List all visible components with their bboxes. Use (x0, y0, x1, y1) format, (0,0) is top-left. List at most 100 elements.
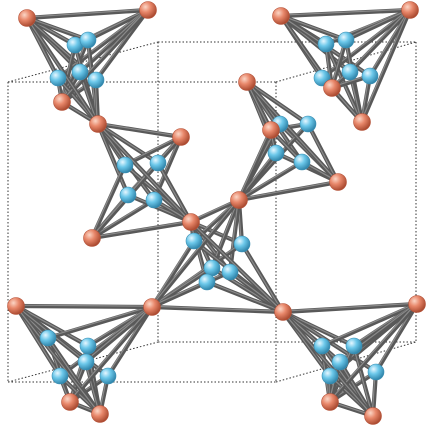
bond-highlight (320, 302, 417, 346)
bond-highlight (60, 8, 148, 102)
bond-highlight (245, 80, 338, 182)
blue-atom (116, 156, 134, 174)
bond-line (236, 179, 341, 203)
bond (149, 269, 233, 310)
orange-atom (7, 297, 25, 315)
blue-atom (331, 353, 349, 371)
orange-atom (238, 73, 256, 91)
bond-highlight (96, 122, 191, 222)
bond (89, 162, 128, 241)
bond (280, 309, 376, 419)
bond-line (45, 304, 155, 341)
blue-atom (185, 232, 203, 250)
bond (13, 303, 103, 417)
orange-atom (364, 407, 382, 425)
bond (83, 304, 155, 365)
bond-highlight (150, 198, 239, 307)
bond-highlight (14, 304, 100, 414)
bond-line (236, 127, 274, 203)
bond-line (373, 301, 420, 375)
bond-highlight (279, 14, 346, 40)
orange-atom (274, 303, 292, 321)
cell-edge (7, 41, 159, 83)
bond-highlight (25, 8, 148, 18)
bond (59, 7, 151, 105)
blue-atom (367, 363, 385, 381)
blue-atom (79, 337, 97, 355)
bond-highlight (96, 122, 181, 137)
blue-atom (198, 273, 216, 291)
atom-layer (7, 1, 426, 425)
orange-atom (89, 115, 107, 133)
bond (204, 279, 286, 315)
bond (244, 79, 311, 127)
bond-line (95, 121, 184, 140)
bond-highlight (14, 304, 152, 307)
bond-highlight (281, 310, 373, 416)
bond-highlight (46, 305, 152, 338)
blue-atom (361, 67, 379, 85)
orange-atom (182, 213, 200, 231)
bond-highlight (86, 8, 148, 40)
bond-line (59, 7, 151, 105)
bond (305, 121, 341, 185)
bond-line (89, 219, 194, 241)
blue-atom (299, 115, 317, 133)
blue-atom (233, 235, 251, 253)
bond (244, 79, 341, 185)
bond (347, 7, 413, 75)
bond-highlight (68, 305, 152, 402)
bond-highlight (90, 135, 181, 238)
blue-atom (77, 353, 95, 371)
orange-atom (83, 229, 101, 247)
orange-atom (353, 113, 371, 131)
bond (278, 7, 413, 19)
orange-atom (408, 295, 426, 313)
bond-line (89, 162, 128, 241)
bond (89, 134, 184, 241)
bond-highlight (344, 8, 410, 40)
orange-atom (262, 121, 280, 139)
bond-highlight (368, 8, 410, 76)
bond-highlight (58, 305, 152, 376)
bond-highlight (324, 42, 362, 122)
bond-highlight (14, 304, 88, 346)
bond-highlight (86, 305, 152, 346)
orange-atom (321, 393, 339, 411)
bond-line (319, 301, 420, 349)
bond-highlight (205, 280, 283, 312)
bond-line (24, 7, 151, 21)
blue-atom (267, 144, 285, 162)
blue-atom (71, 63, 89, 81)
orange-atom (61, 393, 79, 411)
bond-highlight (281, 302, 417, 312)
bond-highlight (237, 180, 338, 200)
bond-highlight (348, 8, 410, 72)
bond-highlight (90, 163, 125, 238)
orange-atom (18, 9, 36, 27)
blue-atom (341, 63, 359, 81)
bond-line (13, 303, 155, 310)
bond-highlight (279, 8, 410, 16)
bond-highlight (25, 16, 98, 124)
bond-line (149, 304, 286, 315)
bond (89, 219, 194, 241)
bond-highlight (25, 16, 88, 40)
blue-atom (51, 367, 69, 385)
bond-line (343, 7, 413, 43)
bond-highlight (360, 8, 410, 122)
bond-line (89, 134, 184, 241)
bond-highlight (150, 270, 230, 307)
bond-line (236, 159, 305, 203)
unit-cell (7, 41, 417, 383)
bond (95, 121, 184, 140)
blue-atom (39, 329, 57, 347)
blue-atom (145, 191, 163, 209)
bond (95, 121, 194, 225)
blue-atom (317, 35, 335, 53)
bond (155, 160, 194, 225)
bond-line (83, 304, 155, 365)
orange-atom (53, 93, 71, 111)
bond-highlight (189, 220, 283, 312)
